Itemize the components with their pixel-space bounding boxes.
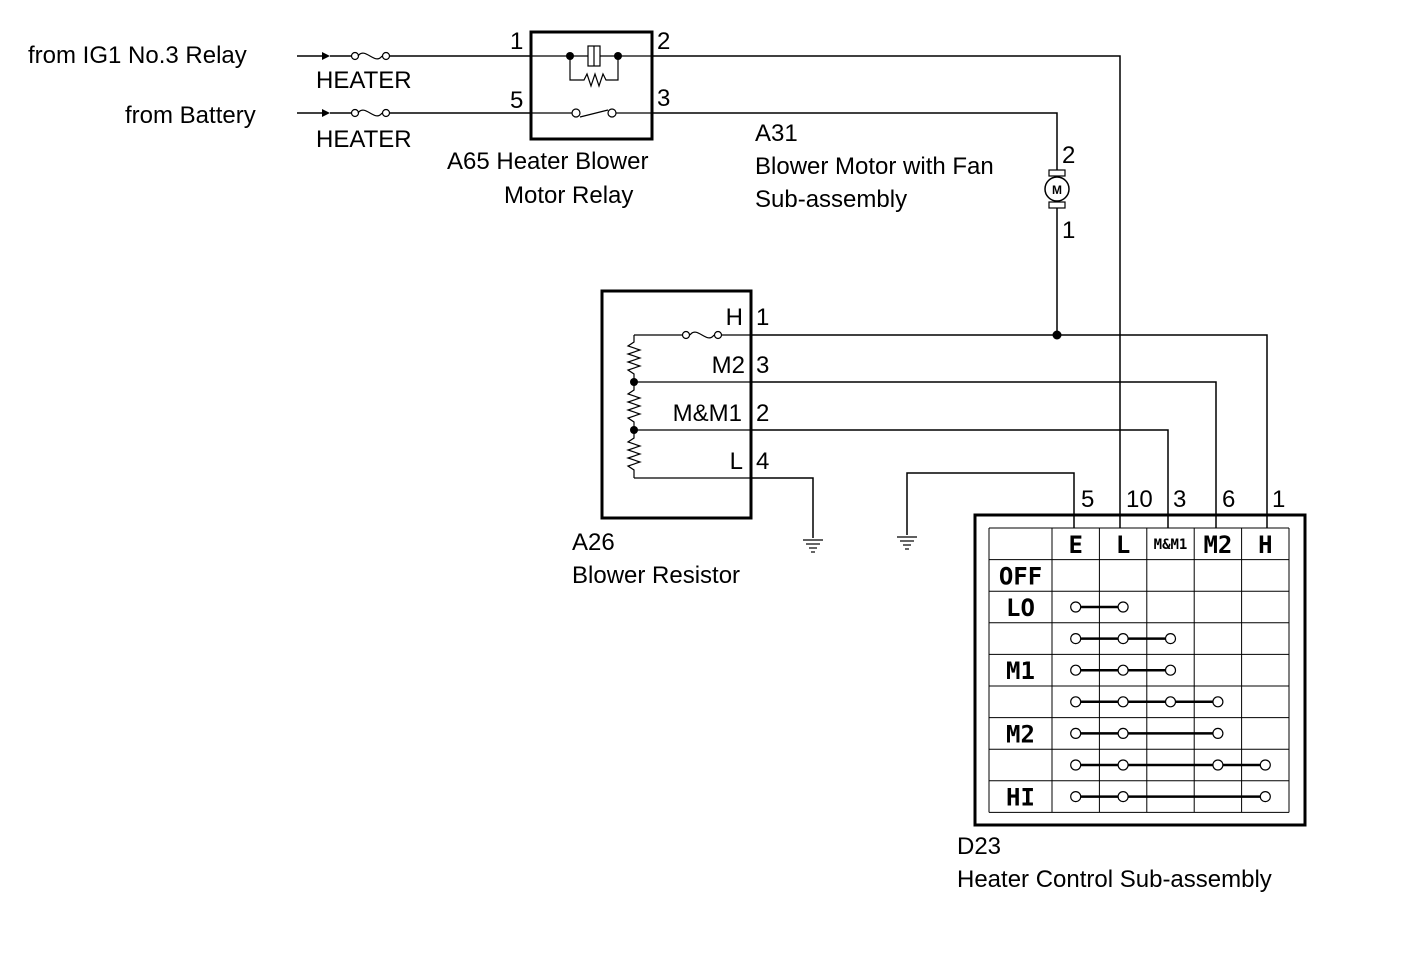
- resistor-box: [600, 289, 753, 520]
- ground-icon: [897, 536, 917, 550]
- connection-node-icon: [1070, 790, 1082, 803]
- connection-node-icon: [1070, 664, 1082, 676]
- resistor-pin-mm1: 2: [756, 400, 769, 427]
- relay-name-label: Motor Relay: [504, 182, 633, 209]
- table-row-label: HI: [1006, 784, 1035, 812]
- connection-node-icon: [1259, 759, 1271, 771]
- relay-coil-icon: [531, 45, 652, 88]
- control-pin-h: 1: [1272, 486, 1285, 513]
- connection-node-icon: [1164, 696, 1177, 708]
- connection-node-icon: [1212, 696, 1224, 708]
- table-header-cell: M2: [1203, 531, 1232, 559]
- resistor-pin-l: 4: [756, 448, 769, 475]
- connection-node-icon: [1117, 632, 1129, 645]
- motor-pin-bottom: 1: [1062, 217, 1075, 244]
- connection-node-icon: [1070, 759, 1082, 771]
- motor-name-line2: Sub-assembly: [755, 186, 907, 213]
- control-pin-m2: 6: [1222, 486, 1235, 513]
- motor-name-line1: Blower Motor with Fan: [755, 153, 994, 180]
- motor-pin-top: 2: [1062, 142, 1075, 169]
- fuse-icon: [681, 330, 723, 340]
- relay-pin-2: 2: [657, 28, 670, 55]
- table-row-label: M1: [1006, 657, 1035, 685]
- table-header-cell: M&M1: [1154, 537, 1188, 553]
- fuse2-label: HEATER: [316, 126, 412, 153]
- resistor-name-label: Blower Resistor: [572, 562, 740, 589]
- connection-node-icon: [1259, 790, 1271, 803]
- control-pin-e: 5: [1081, 486, 1094, 513]
- relay-code-label: A65 Heater Blower: [447, 148, 648, 175]
- resistor-pin-m2: 3: [756, 352, 769, 379]
- connection-node-icon: [1212, 727, 1224, 740]
- connection-node-icon: [1070, 696, 1082, 708]
- connection-node-icon: [1164, 664, 1177, 676]
- fuse1-label: HEATER: [316, 67, 412, 94]
- connection-node-icon: [1070, 727, 1082, 740]
- table-row-label: OFF: [999, 562, 1042, 590]
- table-row-label: LO: [1006, 594, 1035, 622]
- resistor-code-label: A26: [572, 529, 615, 556]
- relay-pin-1: 1: [510, 28, 523, 55]
- control-code-label: D23: [957, 833, 1001, 860]
- junction-dot-icon: [1052, 330, 1062, 340]
- resistor-icon: [626, 335, 642, 478]
- control-pin-mm1: 3: [1173, 486, 1186, 513]
- motor-symbol: M: [1052, 183, 1062, 197]
- connection-node-icon: [1070, 632, 1082, 645]
- connection-node-icon: [1117, 759, 1129, 771]
- connection-node-icon: [1117, 696, 1129, 708]
- connection-node-icon: [1117, 727, 1129, 740]
- resistor-term-mm1: M&M1: [673, 400, 742, 427]
- connection-node-icon: [1164, 632, 1177, 645]
- resistor-term-h: H: [726, 304, 743, 331]
- ig1-arrow-icon: [297, 52, 330, 60]
- relay-switch-icon: [531, 108, 652, 118]
- table-row-label: M2: [1006, 720, 1035, 748]
- table-header-cell: L: [1116, 531, 1130, 559]
- table-header-cell: H: [1258, 531, 1272, 559]
- connection-node-icon: [1117, 790, 1129, 803]
- connection-node-icon: [1212, 759, 1224, 771]
- battery-input-label: from Battery: [125, 102, 256, 129]
- battery-arrow-icon: [297, 109, 330, 117]
- fuse-icon: [350, 108, 391, 118]
- resistor-term-m2: M2: [712, 352, 745, 379]
- motor-code-label: A31: [755, 120, 798, 147]
- ig1-input-label: from IG1 No.3 Relay: [28, 42, 247, 69]
- resistor-pin-h: 1: [756, 304, 769, 331]
- table-header-cell: E: [1068, 531, 1082, 559]
- relay-box: [529, 30, 654, 141]
- motor-icon: M: [1044, 169, 1070, 209]
- connection-node-icon: [1070, 601, 1082, 613]
- connection-node-icon: [1117, 601, 1129, 613]
- ground-icon: [803, 539, 823, 553]
- control-name-label: Heater Control Sub-assembly: [957, 866, 1272, 893]
- relay-pin-3: 3: [657, 85, 670, 112]
- control-box: [973, 513, 1307, 827]
- connection-node-icon: [1117, 664, 1129, 676]
- resistor-term-l: L: [730, 448, 743, 475]
- control-pin-l: 10: [1126, 486, 1153, 513]
- fuse-icon: [350, 51, 391, 61]
- relay-pin-5: 5: [510, 87, 523, 114]
